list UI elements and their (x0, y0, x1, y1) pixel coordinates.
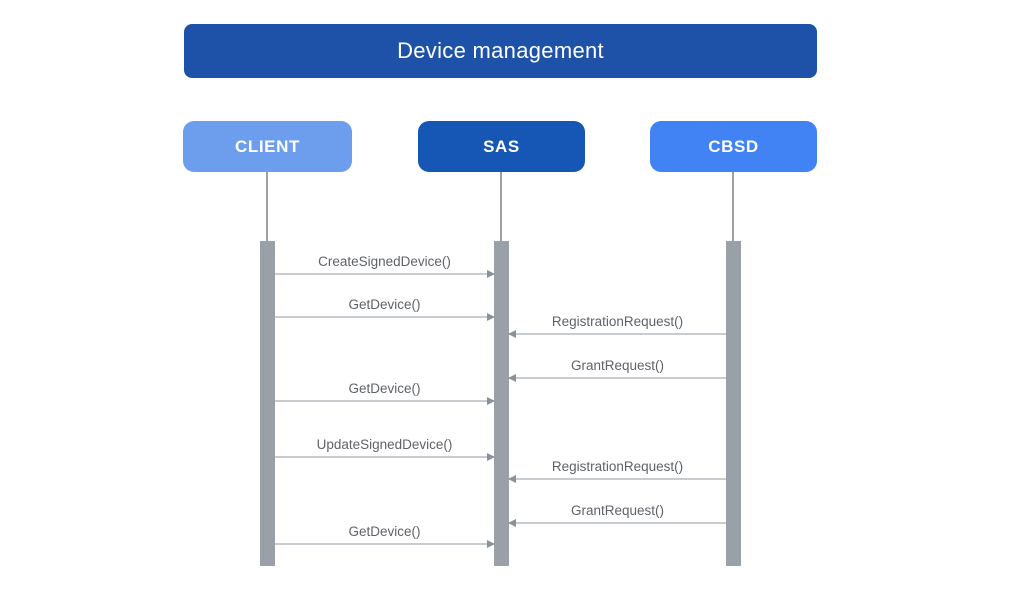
arrow-left-icon (508, 475, 516, 483)
message-label: GetDevice() (348, 524, 421, 539)
message-arrow-line (275, 313, 495, 321)
arrow-right-icon (487, 270, 495, 278)
arrow-left-icon (508, 374, 516, 382)
message-arrow-line (508, 475, 726, 483)
lifeline-sas (500, 172, 502, 241)
message-label: RegistrationRequest() (551, 459, 684, 474)
message-arrow-line (275, 397, 495, 405)
message-arrow-line (275, 270, 495, 278)
actor-client: CLIENT (183, 121, 352, 172)
message-label: GrantRequest() (570, 358, 665, 373)
actor-sas: SAS (418, 121, 585, 172)
message-label: UpdateSignedDevice() (316, 437, 453, 452)
activation-bar-client (260, 241, 275, 566)
message-label: RegistrationRequest() (551, 314, 684, 329)
actor-sas-label: SAS (483, 136, 520, 156)
message-label: CreateSignedDevice() (318, 254, 451, 269)
arrow-left-icon (508, 519, 516, 527)
arrow-right-icon (487, 453, 495, 461)
arrow-right-icon (487, 397, 495, 405)
diagram-title: Device management (397, 38, 604, 63)
message-label: GetDevice() (348, 381, 421, 396)
actor-cbsd: CBSD (650, 121, 817, 172)
message-arrow-line (275, 453, 495, 461)
arrow-right-icon (487, 540, 495, 548)
arrow-right-icon (487, 313, 495, 321)
lifeline-cbsd (732, 172, 734, 241)
message-label: GrantRequest() (570, 503, 665, 518)
arrow-left-icon (508, 330, 516, 338)
message-label: GetDevice() (348, 297, 421, 312)
lifeline-client (266, 172, 268, 241)
diagram-title-bar: Device management (184, 24, 817, 78)
message-arrow-line (508, 374, 726, 382)
actor-client-label: CLIENT (235, 136, 300, 156)
message-arrow-line (508, 519, 726, 527)
activation-bar-sas (494, 241, 509, 566)
message-arrow-line (275, 540, 495, 548)
actor-cbsd-label: CBSD (708, 136, 759, 156)
activation-bar-cbsd (726, 241, 741, 566)
message-arrow-line (508, 330, 726, 338)
